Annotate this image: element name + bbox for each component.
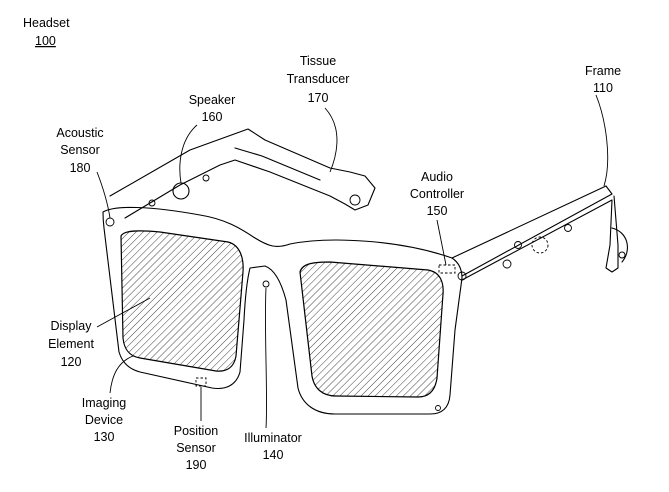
leader-lines	[96, 94, 609, 429]
audio-controller-label-line3: 150	[427, 204, 448, 218]
position-sensor-label-line3: 190	[186, 458, 207, 472]
display-element-label-line2: Element	[48, 337, 94, 351]
imaging-device-label-line2: Device	[85, 413, 123, 427]
position-sensor-label-line2: Sensor	[176, 441, 216, 455]
display-element-right	[299, 261, 444, 398]
tissue-transducer-label-line2: Transducer	[287, 72, 350, 86]
audio-controller-label-line2: Controller	[410, 187, 464, 201]
imaging-device-label-line1: Imaging	[82, 396, 127, 410]
reference-labels: Frame 110 Tissue Transducer 170 Speaker …	[48, 54, 621, 472]
acoustic-sensor-label-line1: Acoustic	[56, 126, 103, 140]
figure-title: Headset	[23, 16, 70, 30]
audio-controller-component	[438, 264, 456, 274]
frame-label-line2: 110	[593, 81, 613, 95]
glasses-drawing	[102, 128, 628, 415]
imaging-device-label-line3: 130	[94, 430, 115, 444]
speaker-label-line1: Speaker	[189, 93, 236, 107]
right-temple-arm	[451, 185, 628, 281]
position-sensor-component	[195, 377, 207, 387]
speaker-component	[172, 182, 190, 200]
display-element-label-line1: Display	[51, 319, 93, 333]
position-sensor-label-line1: Position	[174, 424, 219, 438]
illuminator-label-line1: Illuminator	[244, 431, 302, 445]
audio-controller-label-line1: Audio	[421, 170, 453, 184]
acoustic-sensor-label-line2: Sensor	[60, 143, 100, 157]
display-element-left	[120, 230, 244, 372]
tissue-transducer-label-line1: Tissue	[300, 54, 336, 68]
frame-label-line1: Frame	[585, 64, 621, 78]
acoustic-sensor-label-line3: 180	[70, 161, 91, 175]
display-element-label-line3: 120	[61, 355, 82, 369]
illuminator-component	[262, 280, 270, 288]
tissue-transducer-label-line3: 170	[308, 91, 329, 105]
figure-title-ref: 100	[35, 34, 56, 48]
left-temple-arm	[109, 128, 376, 219]
speaker-label-line2: 160	[202, 110, 223, 124]
illuminator-label-line2: 140	[263, 448, 284, 462]
